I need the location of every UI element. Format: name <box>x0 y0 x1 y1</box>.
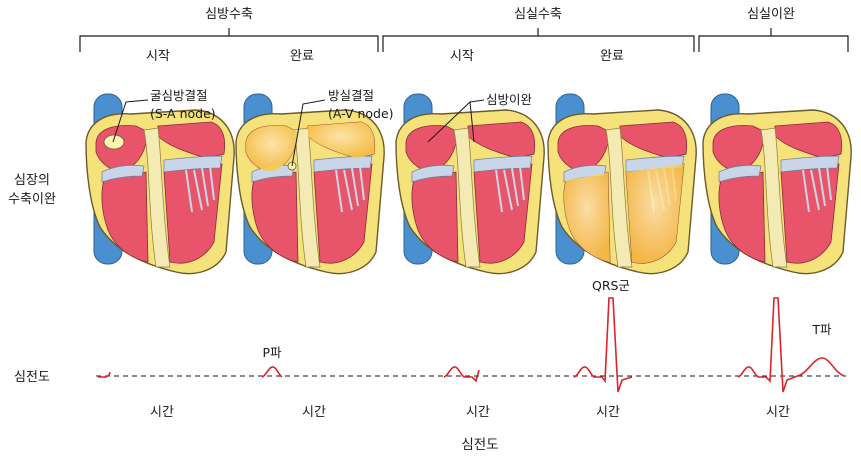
heart-diastole <box>702 93 853 275</box>
ecg-trace-ventricular-end <box>573 297 633 393</box>
time-label-3: 시간 <box>466 405 490 420</box>
atrial-relax-label: 심방이완 <box>486 92 533 107</box>
ecg-trace-diastole <box>737 297 845 393</box>
phase-bracket-diastole <box>698 28 849 52</box>
wave-label-t: T파 <box>811 322 832 337</box>
time-label-2: 시간 <box>302 405 326 420</box>
phase-bracket-atrial <box>79 28 379 52</box>
time-label-5: 시간 <box>766 405 790 420</box>
phase-ventricular-diastole: 심실이완 <box>747 7 795 22</box>
row-label-heart-line2: 수축이완 <box>8 192 56 207</box>
annotation-atrial-relax: 심방이완 <box>427 92 533 143</box>
heart-atrial-start <box>85 93 236 275</box>
annotation-sa-node: 굴심방결절 (S-A node) <box>112 88 216 143</box>
row-label-heart-line1: 심장의 <box>14 173 50 188</box>
wave-label-qrs: QRS군 <box>592 278 630 293</box>
subphase-ventricular-end: 완료 <box>600 49 624 64</box>
subphase-atrial-start: 시작 <box>146 49 170 64</box>
av-node-en: (A-V node) <box>328 106 394 121</box>
phase-ventricular-systole: 심실수축 <box>514 7 562 22</box>
figure-caption: 심전도 <box>461 437 498 453</box>
ecg-trace-ventricular-start <box>443 366 480 383</box>
annotation-av-node: 방실결절 (A-V node) <box>291 88 394 167</box>
time-label-1: 시간 <box>150 405 174 420</box>
phase-bracket-ventricular <box>382 28 695 52</box>
sa-node-en: (S-A node) <box>150 106 216 121</box>
time-label-4: 시간 <box>596 405 620 420</box>
subphase-atrial-end: 완료 <box>290 49 314 64</box>
heart-ventricular-start <box>395 93 546 275</box>
av-node-ko: 방실결절 <box>328 88 374 103</box>
phase-atrial-systole: 심방수축 <box>205 7 253 22</box>
wave-label-p: P파 <box>262 345 282 360</box>
ecg-trace-atrial-end <box>261 366 283 378</box>
heart-ventricular-end <box>547 93 698 275</box>
ecg-trace-atrial-start <box>98 371 111 378</box>
row-label-ecg: 심전도 <box>14 370 50 385</box>
sa-node-ko: 굴심방결절 <box>150 88 208 103</box>
heart-atrial-end <box>235 93 386 275</box>
subphase-ventricular-start: 시작 <box>450 49 474 64</box>
